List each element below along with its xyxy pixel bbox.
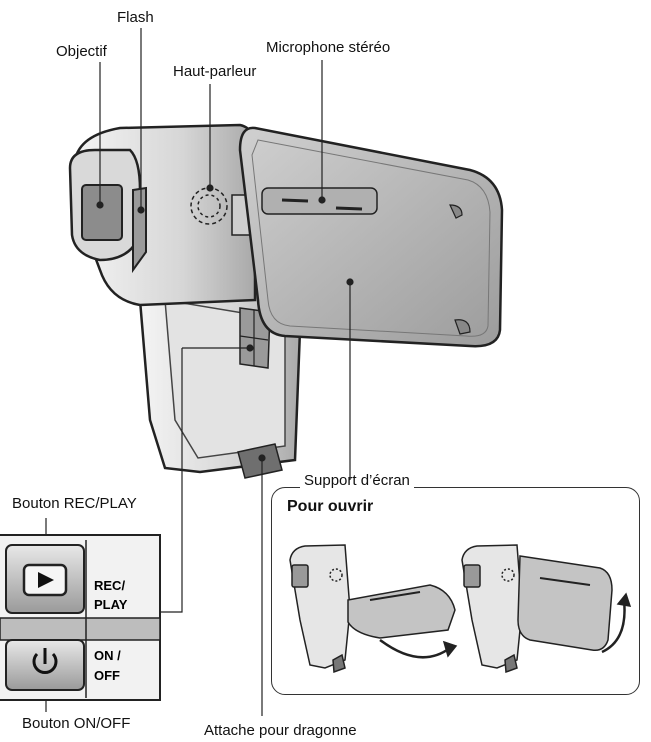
on-off-line2: OFF: [94, 668, 120, 683]
lcd-screen: [238, 126, 504, 348]
on-off-button: [5, 639, 85, 691]
label-bouton-on-off: Bouton ON/OFF: [22, 715, 131, 732]
rec-play-line2: PLAY: [94, 597, 128, 612]
lens: [81, 184, 123, 241]
rec-play-line1: REC/: [94, 578, 125, 593]
label-haut-parleur: Haut-parleur: [173, 63, 257, 80]
inset-pour-ouvrir: [271, 487, 640, 695]
label-flash: Flash: [117, 9, 154, 26]
strap-attachment: [237, 443, 283, 479]
inset-title: Pour ouvrir: [287, 498, 374, 515]
button-panel: REC/ PLAY ON / OFF: [0, 534, 161, 701]
on-off-line1: ON /: [94, 648, 121, 663]
play-icon: [38, 572, 54, 588]
label-support-ecran: Support d’écran: [300, 473, 414, 489]
label-objectif: Objectif: [56, 43, 107, 60]
power-icon: [32, 648, 58, 674]
label-bouton-rec-play: Bouton REC/PLAY: [12, 495, 137, 512]
inset-camera-1: [289, 544, 458, 674]
label-microphone: Microphone stéréo: [266, 39, 391, 56]
inset-camera-2: [461, 544, 632, 674]
label-attache-dragonne: Attache pour dragonne: [204, 722, 357, 739]
